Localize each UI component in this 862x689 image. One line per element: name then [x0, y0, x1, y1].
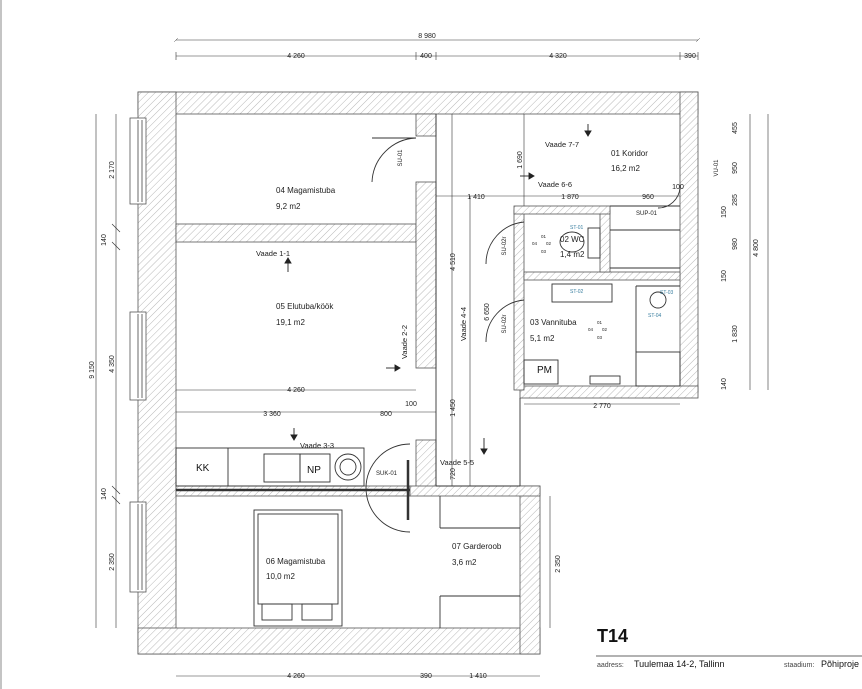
fixture-pm: PM	[537, 365, 552, 376]
view-1-1: Vaade 1-1	[256, 249, 290, 258]
dim-int-1690: 1 690	[517, 151, 524, 169]
plan-id: T14	[597, 626, 628, 646]
dimension-labels: 8 980 4 260 400 4 320 390 9 150 2 170 14…	[89, 33, 760, 680]
dim-left-1: 2 170	[109, 161, 116, 179]
title-block: T14 aadress: Tuulemaa 14-2, Tallinn staa…	[596, 626, 862, 669]
dim-int-4510: 4 510	[450, 253, 457, 271]
dim-int-2350: 2 350	[555, 555, 562, 573]
dim-right-7: 1 830	[732, 325, 739, 343]
door-suk-01: SUK-01	[376, 471, 398, 477]
door-sup-01: SUP-01	[636, 211, 658, 217]
outlet-a-03: 03	[541, 249, 547, 254]
dim-int-100: 100	[405, 401, 417, 408]
room-02-name: 02 WC	[560, 235, 585, 244]
dim-right-4: 150	[721, 206, 728, 218]
door-vu-01: VU-01	[714, 159, 720, 177]
dim-top-3: 4 320	[549, 53, 567, 60]
dim-bottom-1: 4 260	[287, 673, 305, 680]
room-07-name: 07 Garderoob	[452, 542, 502, 551]
view-2-2: Vaade 2-2	[400, 325, 409, 359]
dim-left-2: 140	[101, 234, 108, 246]
outlet-b-01: 01	[597, 320, 603, 325]
room-03-area: 5,1 m2	[530, 334, 555, 343]
address-value: Tuulemaa 14-2, Tallinn	[634, 659, 725, 669]
dim-int-1870: 1 870	[561, 194, 579, 201]
stage-key: staadium:	[784, 662, 814, 669]
dim-right-1: 455	[732, 122, 739, 134]
dim-top-total: 8 980	[418, 33, 436, 40]
dim-bottom-2: 390	[420, 673, 432, 680]
fixture-kk: KK	[196, 463, 210, 474]
dim-left-5: 2 350	[109, 553, 116, 571]
dim-left-3: 4 350	[109, 355, 116, 373]
room-01-area: 16,2 m2	[611, 164, 640, 173]
dim-left-4: 140	[101, 488, 108, 500]
door-labels: SU-01 SU-02r SU-02r SUK-01 SUP-01 VU-01	[376, 149, 720, 477]
dim-right-8: 140	[721, 378, 728, 390]
dim-top-2: 400	[420, 53, 432, 60]
view-4-4: Vaade 4-4	[459, 307, 468, 341]
view-6-6: Vaade 6-6	[538, 180, 572, 189]
room-02-area: 1,4 m2	[560, 250, 585, 259]
dim-int-100b: 100	[672, 184, 684, 191]
dim-int-6650: 6 650	[484, 303, 491, 321]
dim-right-total: 4 800	[753, 239, 760, 257]
windows	[137, 120, 143, 590]
dim-top-4: 390	[684, 53, 696, 60]
code-st-02: ST-02	[570, 289, 584, 295]
door-su-02r-b: SU-02r	[502, 314, 508, 333]
dim-right-5: 980	[732, 238, 739, 250]
dimension-lines	[95, 40, 769, 677]
code-st-01: ST-01	[570, 225, 584, 231]
dim-int-1450: 1 450	[450, 399, 457, 417]
door-su-01: SU-01	[398, 149, 404, 167]
room-01-name: 01 Koridor	[611, 149, 648, 158]
outlet-b-03: 03	[597, 335, 603, 340]
outlet-a-04: 04	[532, 241, 538, 246]
room-07-area: 3,6 m2	[452, 558, 477, 567]
view-5-5: Vaade 5-5	[440, 458, 474, 467]
outlet-b-02: 02	[602, 327, 608, 332]
address-key: aadress:	[597, 662, 624, 669]
dim-right-2: 950	[732, 162, 739, 174]
dim-int-800: 800	[380, 411, 392, 418]
code-st-03: ST-03	[660, 290, 674, 296]
dim-top-1: 4 260	[287, 53, 305, 60]
dim-int-960: 960	[642, 194, 654, 201]
dim-int-2770: 2 770	[593, 403, 611, 410]
outlet-a-01: 01	[541, 234, 547, 239]
outlet-a-02: 02	[546, 241, 552, 246]
outlet-b-04: 04	[588, 327, 594, 332]
dim-int-720: 720	[450, 468, 457, 480]
room-04-area: 9,2 m2	[276, 202, 301, 211]
room-06-area: 10,0 m2	[266, 572, 295, 581]
dim-int-4260: 4 260	[287, 387, 305, 394]
view-3-3: Vaade 3-3	[300, 441, 334, 450]
dim-right-6: 150	[721, 270, 728, 282]
dim-bottom-3: 1 410	[469, 673, 487, 680]
dim-left-total: 9 150	[89, 361, 96, 379]
dim-right-3: 285	[732, 194, 739, 206]
dim-int-3360: 3 360	[263, 411, 281, 418]
walls	[129, 91, 699, 655]
code-st-04: ST-04	[648, 313, 662, 319]
room-03-name: 03 Vannituba	[530, 318, 577, 327]
room-labels: 01 Koridor 16,2 m2 02 WC 1,4 m2 03 Vanni…	[266, 149, 648, 581]
stage-value: Põhiproje	[821, 659, 859, 669]
interior-lines	[175, 114, 681, 628]
room-04-name: 04 Magamistuba	[276, 186, 336, 195]
door-su-02r-a: SU-02r	[502, 236, 508, 255]
room-05-area: 19,1 m2	[276, 318, 305, 327]
view-7-7: Vaade 7-7	[545, 140, 579, 149]
room-05-name: 05 Elutuba/köök	[276, 302, 334, 311]
room-06-name: 06 Magamistuba	[266, 557, 326, 566]
fixture-np: NP	[307, 465, 321, 476]
view-markers: Vaade 1-1 Vaade 2-2 Vaade 3-3 Vaade 4-4 …	[256, 124, 592, 467]
fixture-labels: KK NP PM ST-01 ST-02 ST-03 ST-04 01 02 0…	[196, 225, 674, 476]
dim-int-1410: 1 410	[467, 194, 485, 201]
